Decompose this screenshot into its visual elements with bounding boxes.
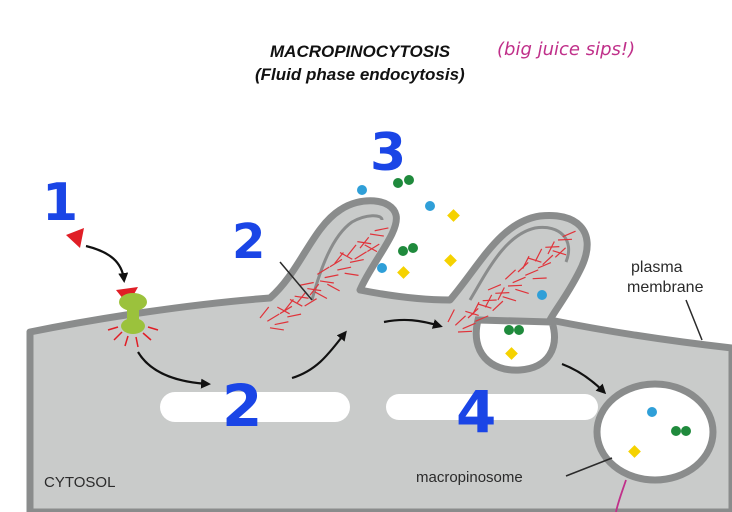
blue-particle [425,201,435,211]
actin-filament [558,239,572,240]
macropinosome-vesicle [597,384,713,480]
step-number-2-ruffle: 2 [232,214,265,270]
yellow-particle [397,266,410,279]
green-particle [504,325,514,335]
step-number-2-lower: 2 [222,372,262,440]
cytosol-label: CYTOSOL [44,474,115,491]
macropinosome-green-particle [681,426,691,436]
green-particle [408,243,418,253]
diagram-subtitle: (Fluid phase endocytosis) [255,65,465,84]
plasma-membrane-label-line2: membrane [627,279,704,296]
step-number-3: 3 [370,123,406,183]
handwritten-annotation: (big juice sips!) [497,39,635,60]
macropinosome-label: macropinosome [416,469,523,486]
macropinosome-green-particle [671,426,681,436]
actin-filament [533,278,547,279]
plasma-membrane-leader [686,300,702,340]
actin-filament [508,285,522,286]
green-particle [398,246,408,256]
macropinosome-blue-particle [647,407,657,417]
green-particle [514,325,524,335]
actin-filament [458,331,472,332]
diagram-title: MACROPINOCYTOSIS [270,42,451,61]
receptor-bottom [121,318,145,334]
step-number-1: 1 [42,173,78,233]
blue-particle [537,290,547,300]
yellow-particle [447,209,460,222]
blue-particle [357,185,367,195]
plasma-membrane-label-line1: plasma [631,259,683,276]
macropinosome [597,384,713,480]
yellow-particle [444,254,457,267]
arrow-ligand-to-receptor [86,246,124,280]
step-number-4: 4 [456,378,496,446]
blue-particle [377,263,387,273]
